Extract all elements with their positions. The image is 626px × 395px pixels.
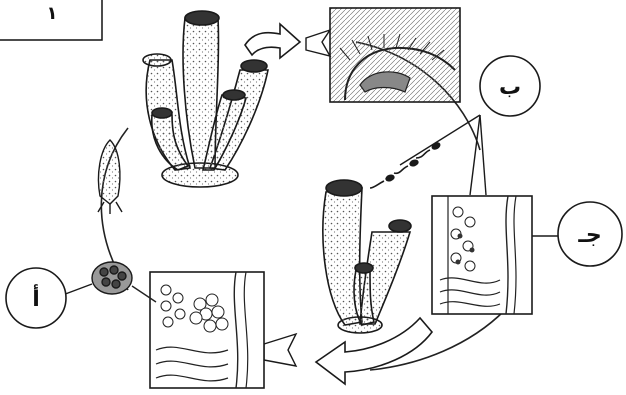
bracket-top <box>305 28 332 58</box>
cycle-arrow-bottom <box>314 316 434 386</box>
larva-icon <box>97 139 123 214</box>
collar-cell-zoom-panel <box>329 7 461 103</box>
wall-section-panel-left <box>149 271 265 389</box>
callout-b-label: ب <box>499 75 521 100</box>
cycle-arrow-top <box>244 22 302 60</box>
adult-sponge-colony-icon <box>142 10 269 188</box>
wall-section-panel-right <box>431 195 533 315</box>
figure-number-box: ١ <box>0 0 103 41</box>
bracket-bottom <box>263 332 298 367</box>
callout-c-label: جـ <box>577 223 601 248</box>
callout-c: جـ <box>532 201 623 267</box>
gemmule-icon <box>91 261 157 303</box>
callout-a: أ <box>5 267 93 329</box>
callout-b: ب <box>399 55 541 196</box>
sperm-cells-icon <box>369 142 441 189</box>
budding-sponge-icon <box>322 179 412 334</box>
callout-a-label: أ <box>32 283 40 312</box>
figure-number: ١ <box>47 3 58 24</box>
